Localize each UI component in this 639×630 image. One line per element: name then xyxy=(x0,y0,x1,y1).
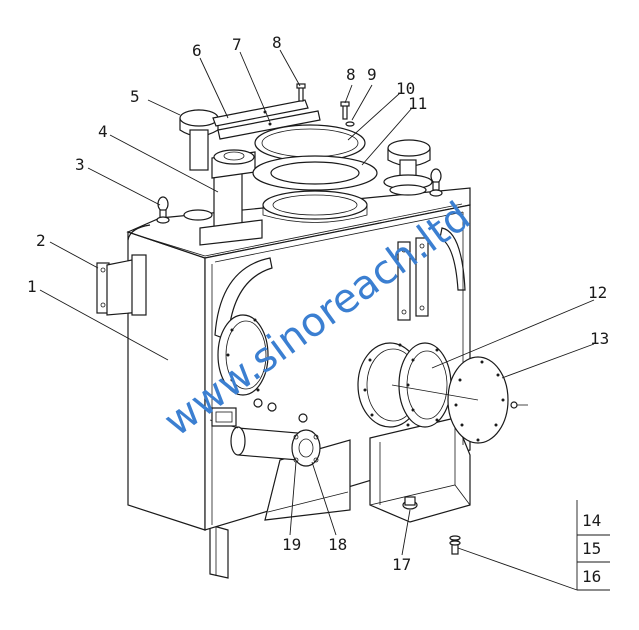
parts-table: 14 15 16 xyxy=(576,500,610,591)
screw-8-left xyxy=(296,83,306,102)
lifting-eye-right xyxy=(429,168,443,197)
callout-1: 1 xyxy=(27,277,37,296)
side-bracket xyxy=(96,254,147,316)
callout-11: 11 xyxy=(408,94,427,113)
drain-plug xyxy=(402,496,418,510)
callout-7: 7 xyxy=(232,35,242,54)
left-inspection-cover xyxy=(217,314,269,396)
assembly-axis-line xyxy=(391,384,479,401)
table-row-14: 14 xyxy=(582,511,601,530)
callout-2: 2 xyxy=(36,231,46,250)
right-breather-assembly xyxy=(383,139,433,196)
callout-17: 17 xyxy=(392,555,411,574)
callout-13: 13 xyxy=(590,329,609,348)
table-row-16: 16 xyxy=(582,567,601,586)
callout-8b: 8 xyxy=(346,65,356,84)
bottom-bolt-stack xyxy=(449,535,461,555)
suction-filter xyxy=(209,419,321,467)
screw-8-right xyxy=(340,101,350,120)
filler-breather-assembly xyxy=(179,109,263,246)
washer-9 xyxy=(345,121,355,127)
callout-5: 5 xyxy=(130,87,140,106)
callout-19: 19 xyxy=(282,535,301,554)
callout-10: 10 xyxy=(396,79,415,98)
inspection-gasket xyxy=(398,342,452,428)
callout-9: 9 xyxy=(367,65,377,84)
cover-bolt xyxy=(510,401,528,409)
lifting-eye-left xyxy=(156,196,170,224)
callout-3: 3 xyxy=(75,155,85,174)
callout-12: 12 xyxy=(588,283,607,302)
right-arch-rib xyxy=(439,227,466,291)
callout-6: 6 xyxy=(192,41,202,60)
callout-18: 18 xyxy=(328,535,347,554)
callout-4: 4 xyxy=(98,122,108,141)
top-plate-strips xyxy=(212,99,321,140)
level-gauge-brackets xyxy=(397,237,429,321)
leader-lines xyxy=(39,49,595,591)
top-cover-opening xyxy=(262,190,368,223)
face-bolts xyxy=(253,398,308,423)
table-row-15: 15 xyxy=(582,539,601,558)
top-cover-ring xyxy=(252,155,378,191)
left-arch-rib xyxy=(214,257,273,341)
callout-numbers: 1 2 3 4 5 6 7 8 8 9 10 11 12 13 19 18 17 xyxy=(27,33,609,574)
callout-8a: 8 xyxy=(272,33,282,52)
suction-port-flange xyxy=(211,407,237,427)
